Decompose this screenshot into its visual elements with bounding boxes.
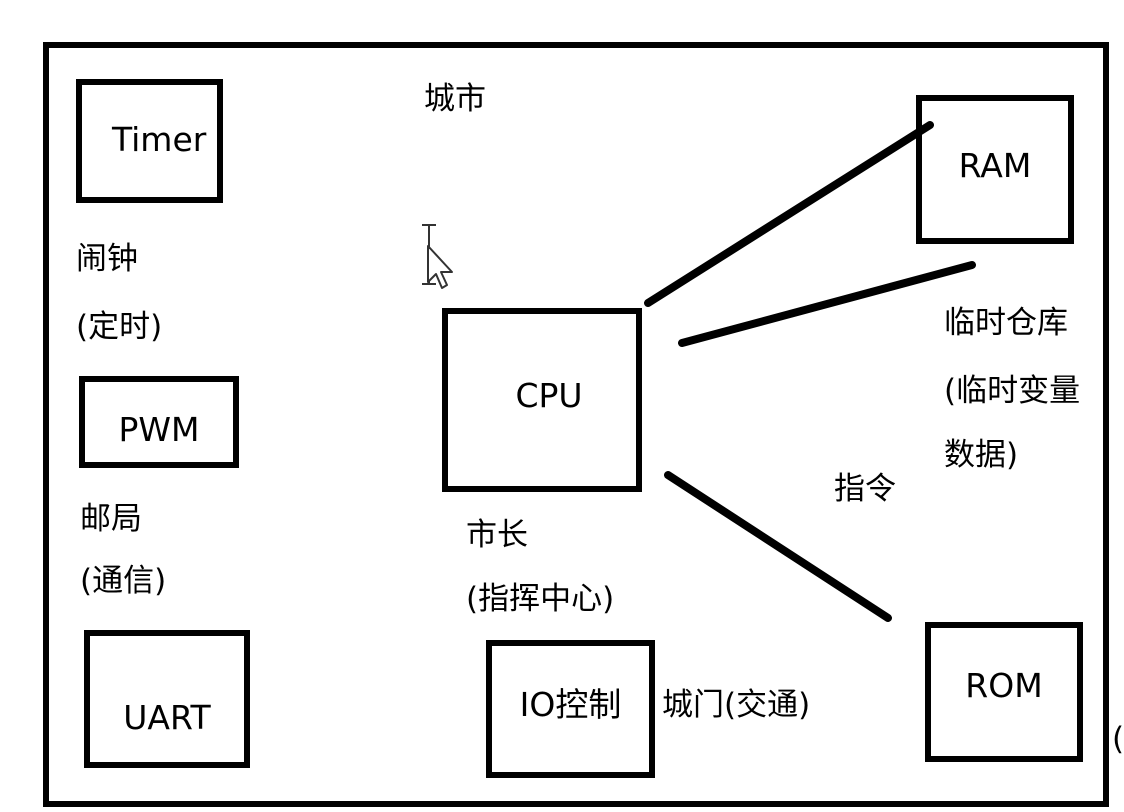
arrow-pointer-icon	[427, 245, 453, 289]
uart-box: UART	[84, 630, 250, 768]
cpu-desc-line1: 市长	[466, 517, 528, 553]
timer-desc-line1: 闹钟	[76, 241, 138, 277]
cpu-box: CPU	[442, 308, 642, 492]
rom-box: ROM	[925, 622, 1083, 762]
ram-box: RAM	[916, 95, 1074, 244]
mouse-cursor	[422, 224, 453, 289]
pwm-label: PWM	[118, 409, 200, 449]
rom-desc: 指令	[834, 471, 896, 507]
io-label: IO控制	[519, 685, 622, 724]
ram-label: RAM	[958, 146, 1032, 185]
io-desc: 城门(交通)	[662, 687, 811, 723]
cpu-desc-line2: (指挥中心)	[466, 581, 615, 617]
uart-label: UART	[123, 697, 211, 737]
ram-desc-line1: 临时仓库	[944, 305, 1068, 341]
pwm-desc-line2: (通信)	[80, 563, 167, 599]
pwm-box: PWM	[79, 376, 239, 468]
city-frame	[43, 42, 1109, 807]
timer-box: Timer	[76, 79, 223, 203]
city-title: 城市	[424, 81, 486, 117]
edge-fragment: (	[1112, 721, 1124, 757]
ram-desc-line3: 数据)	[944, 437, 1019, 473]
cpu-label: CPU	[515, 375, 583, 415]
ram-desc-line2: (临时变量	[944, 373, 1081, 409]
rom-label: ROM	[965, 665, 1043, 705]
io-box: IO控制	[486, 640, 655, 778]
timer-label: Timer	[112, 119, 207, 159]
pwm-desc-line1: 邮局	[80, 501, 142, 537]
timer-desc-line2: (定时)	[76, 309, 163, 345]
